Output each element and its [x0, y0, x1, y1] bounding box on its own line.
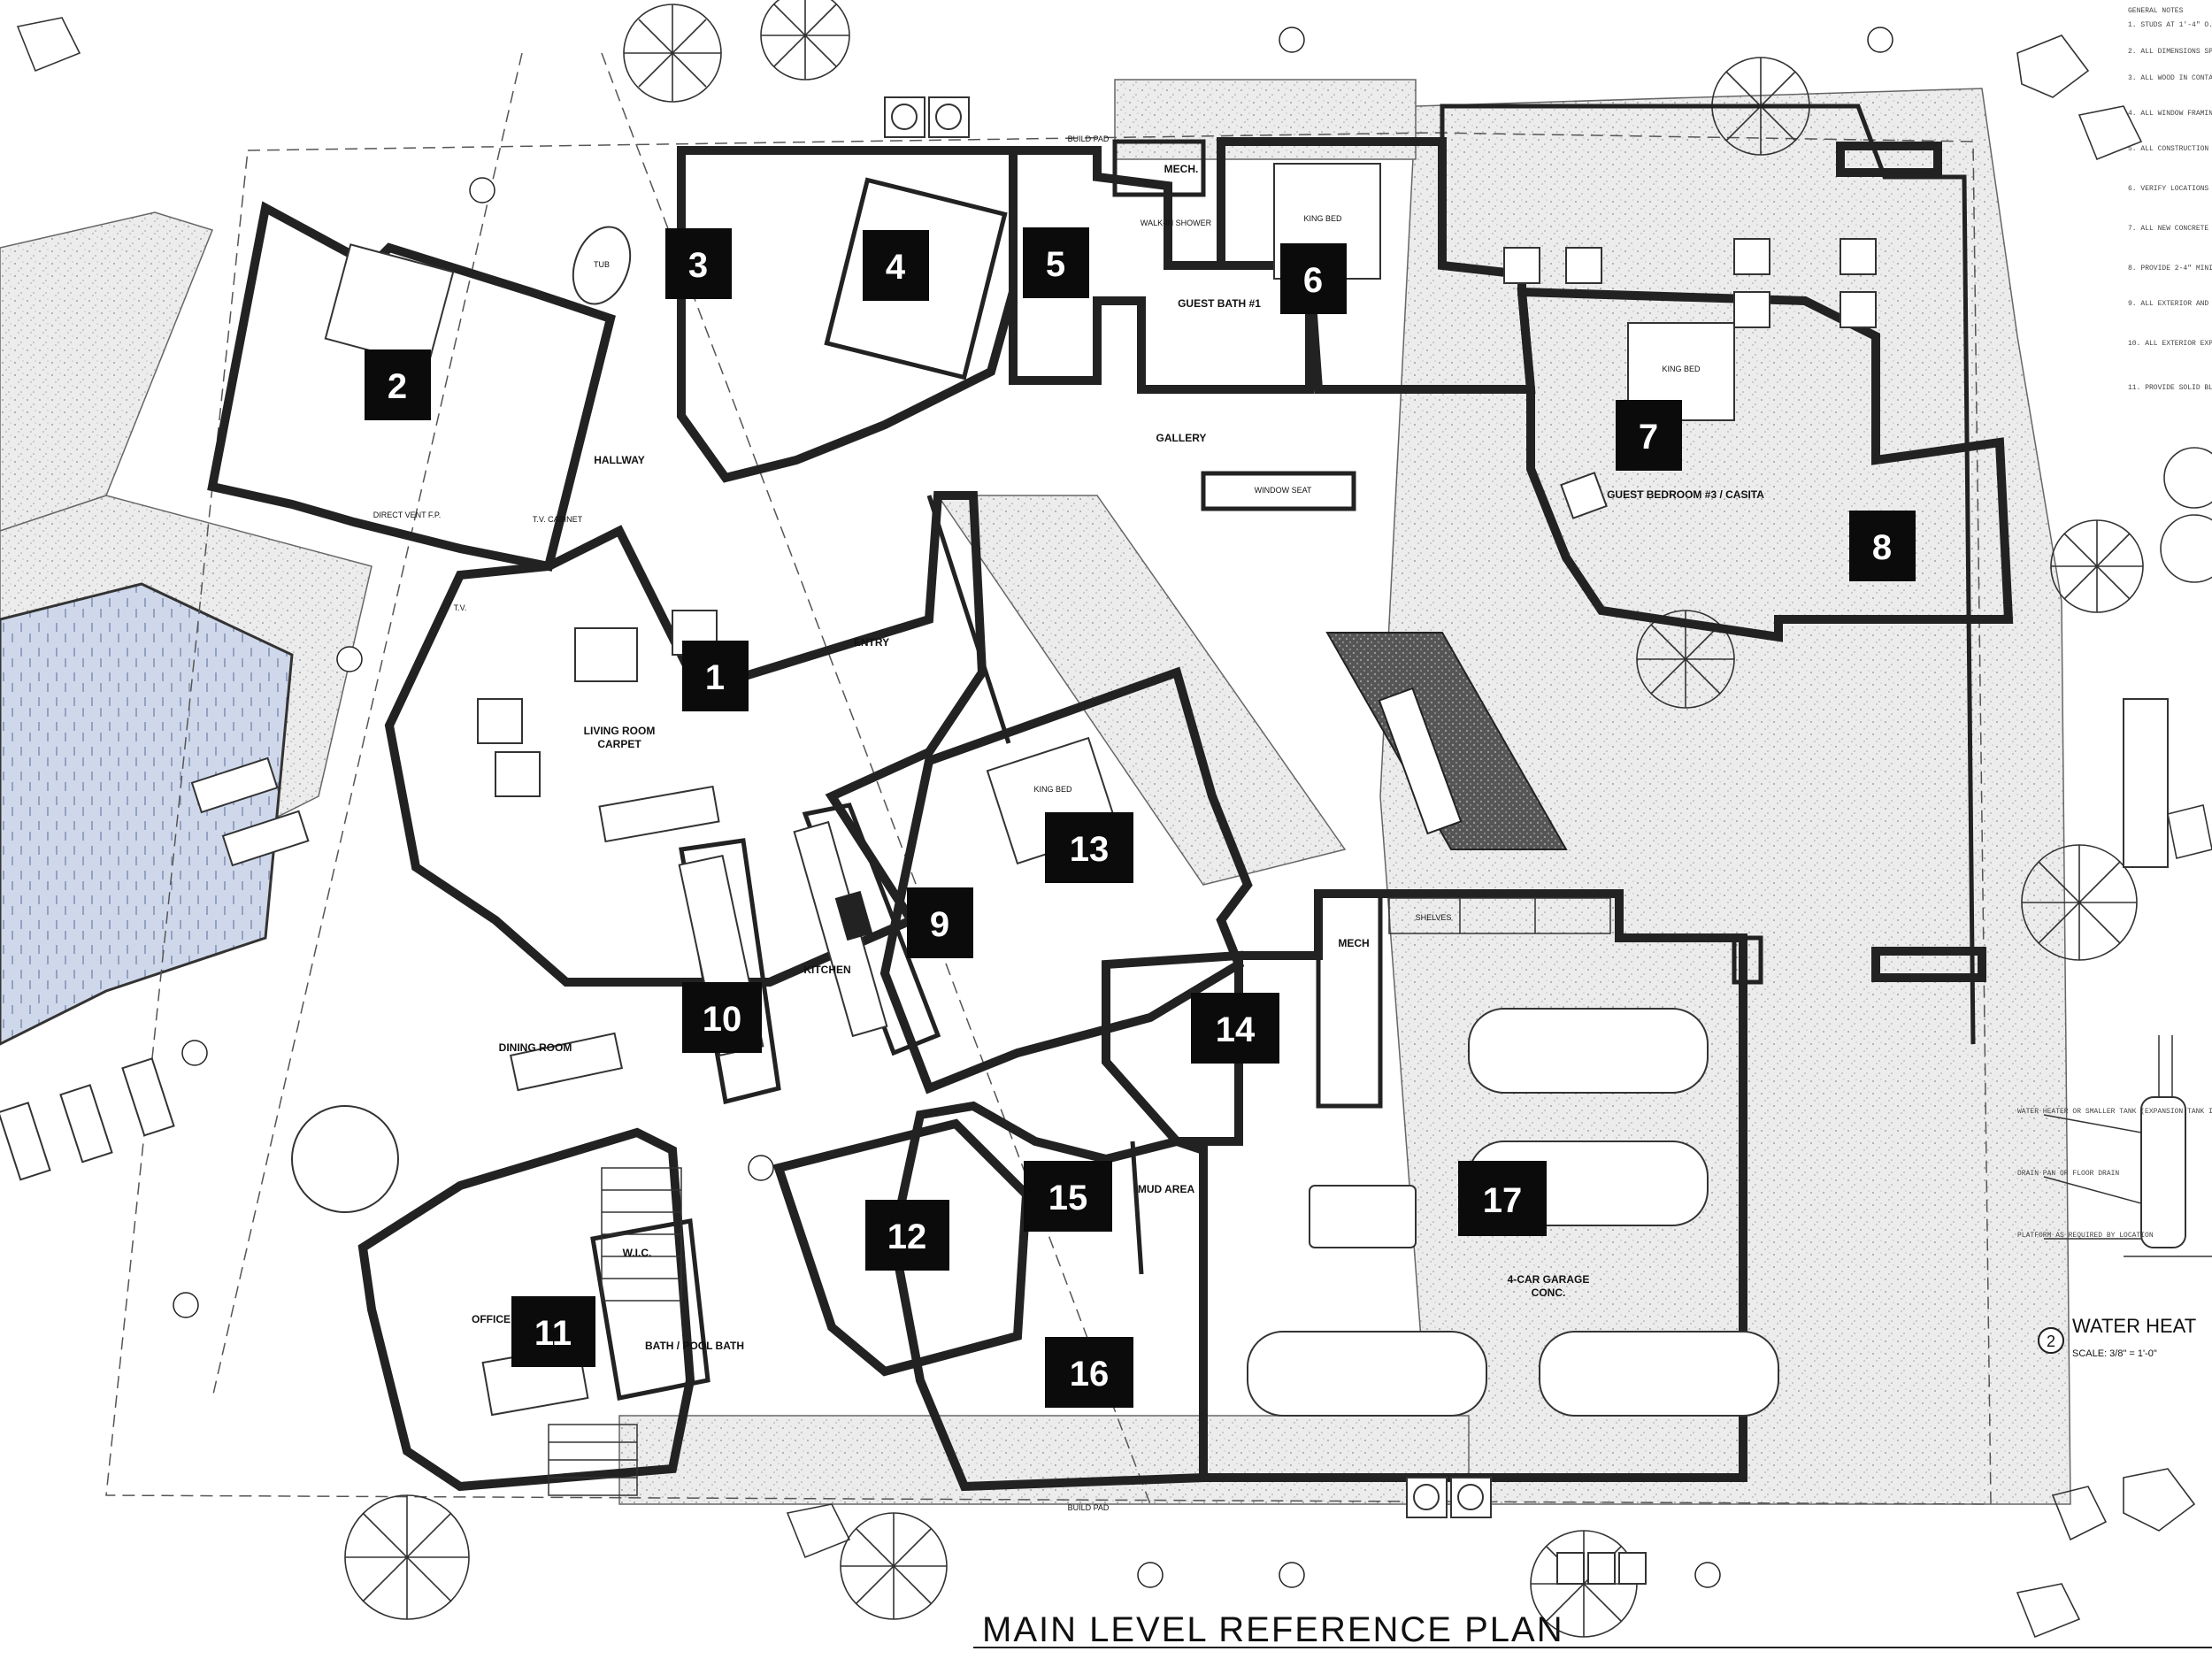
svg-text:9: 9	[930, 905, 949, 944]
svg-text:16: 16	[1070, 1355, 1110, 1394]
svg-text:8: 8	[1872, 528, 1892, 567]
svg-text:11: 11	[534, 1314, 572, 1353]
room-badge-14: 14	[1191, 993, 1279, 1064]
general-notes-heading: GENERAL NOTES	[2128, 7, 2184, 15]
detail-number: 2	[2047, 1333, 2055, 1350]
label-shelves: SHELVES	[1416, 913, 1452, 922]
general-note-5: 5. ALL CONSTRUCTION	[2128, 145, 2208, 153]
detail-callout: 2 WATER HEAT SCALE: 3/8" = 1'-0" WATER H…	[2017, 1108, 2212, 1359]
label-living-room: LIVING ROOM	[584, 725, 656, 737]
label-mud-area: MUD AREA	[1138, 1183, 1195, 1195]
detail-title: WATER HEAT	[2072, 1315, 2196, 1337]
room-badge-3: 3	[665, 228, 732, 299]
room-badge-2: 2	[365, 349, 431, 420]
room-badge-12: 12	[865, 1200, 949, 1271]
label-direct-vent: DIRECT VENT F.P.	[373, 511, 442, 519]
label-office: OFFICE	[472, 1313, 511, 1325]
label-king-bed-7: KING BED	[1662, 365, 1701, 373]
label-mech: MECH.	[1164, 163, 1199, 175]
svg-text:7: 7	[1639, 418, 1658, 457]
label-tv-living: T.V.	[454, 603, 467, 612]
svg-text:6: 6	[1303, 261, 1323, 300]
room-badge-13: 13	[1045, 812, 1133, 883]
general-note-10: 10. ALL EXTERIOR EXPOSED	[2128, 340, 2212, 348]
room-badge-7: 7	[1616, 400, 1682, 471]
label-gallery: GALLERY	[1156, 432, 1207, 444]
label-king-bed-13: KING BED	[1033, 785, 1072, 794]
build-pad-outline	[105, 132, 1992, 1505]
label-kitchen: KITCHEN	[803, 964, 850, 976]
svg-text:13: 13	[1070, 830, 1110, 869]
label-entry: ENTRY	[854, 636, 889, 649]
label-walk-in-shower: WALK-IN SHOWER	[1141, 219, 1212, 227]
general-notes: GENERAL NOTES 1. STUDS AT 1'-4" O.C. UNL…	[2128, 7, 2212, 392]
room-badge-17: 17	[1458, 1161, 1547, 1236]
room-badge-10: 10	[682, 982, 762, 1053]
room-badge-8: 8	[1849, 511, 1916, 581]
general-note-6: 6. VERIFY LOCATIONS	[2128, 185, 2208, 193]
car-bottom-1	[1247, 1331, 1487, 1417]
label-guest-bath-1: GUEST BATH #1	[1178, 297, 1261, 310]
room-badge-1: 1	[682, 641, 749, 711]
general-note-3: 3. ALL WOOD IN CONTACT WITH CONCRETE TO …	[2128, 74, 2212, 82]
room-badge-4: 4	[863, 230, 929, 301]
car-bottom-2	[1539, 1331, 1779, 1417]
fire-pit	[1378, 687, 1463, 835]
room-badge-5: 5	[1023, 227, 1089, 298]
label-build-pad-top: BUILD PAD	[1068, 134, 1110, 143]
pool	[0, 582, 294, 1046]
detail-note-1: WATER HEATER OR SMALLER TANK (EXPANSION …	[2017, 1108, 2212, 1116]
label-wic-office: W.I.C.	[623, 1247, 652, 1259]
grid-line-a	[211, 52, 523, 1399]
svg-text:14: 14	[1216, 1010, 1256, 1049]
label-living-room-sub: CARPET	[597, 738, 641, 750]
label-garage-sub: CONC.	[1532, 1286, 1566, 1299]
general-note-2: 2. ALL DIMENSIONS SPECIFIED TO FRAMING M…	[2128, 48, 2212, 56]
label-window-seat: WINDOW SEAT	[1255, 486, 1312, 495]
room-labels: LIVING ROOM CARPET ENTRY HALLWAY GALLERY…	[373, 134, 1764, 1512]
svg-text:2: 2	[388, 367, 407, 406]
svg-text:3: 3	[688, 246, 708, 285]
svg-text:10: 10	[703, 1000, 742, 1039]
detail-scale: SCALE: 3/8" = 1'-0"	[2072, 1348, 2157, 1359]
general-note-11: 11. PROVIDE SOLID BLOCKING	[2128, 384, 2212, 392]
label-tub: TUB	[594, 260, 610, 269]
label-tv-cabinet: T.V. CABINET	[533, 515, 583, 524]
general-note-8: 8. PROVIDE 2-4" MINIMUM	[2128, 265, 2212, 273]
room-badge-6: 6	[1280, 243, 1347, 314]
general-note-7: 7. ALL NEW CONCRETE	[2128, 225, 2208, 233]
detail-note-3: PLATFORM AS REQUIRED BY LOCATION	[2017, 1232, 2154, 1240]
plan-title: MAIN LEVEL REFERENCE PLAN	[982, 1610, 1564, 1649]
room-badge-16: 16	[1045, 1337, 1133, 1408]
svg-text:15: 15	[1048, 1179, 1088, 1217]
svg-text:12: 12	[887, 1217, 927, 1256]
general-note-4: 4. ALL WINDOW FRAMING	[2128, 110, 2212, 118]
label-bath-pool-bath: BATH / POOL BATH	[645, 1340, 744, 1352]
label-king-bed-6: KING BED	[1303, 214, 1342, 223]
svg-text:4: 4	[886, 248, 906, 287]
svg-text:1: 1	[705, 658, 725, 697]
label-build-pad-bottom: BUILD PAD	[1068, 1503, 1110, 1512]
general-note-9: 9. ALL EXTERIOR AND	[2128, 300, 2208, 308]
room-number-badges: 1 2 3 4 5 6 7 8 9 10 11 12 13 14 15 16 1…	[365, 227, 1916, 1408]
label-mech-garage: MECH	[1338, 937, 1369, 949]
label-hallway: HALLWAY	[594, 454, 645, 466]
label-guest-bedroom-3: GUEST BEDROOM #3 / CASITA	[1607, 488, 1764, 501]
label-dining-room: DINING ROOM	[499, 1041, 572, 1054]
room-badge-11: 11	[511, 1296, 595, 1367]
section-markers	[173, 27, 1893, 1588]
room-badge-9: 9	[907, 887, 973, 958]
sheet-title: MAIN LEVEL REFERENCE PLAN	[973, 1610, 2212, 1649]
room-badge-15: 15	[1024, 1161, 1112, 1232]
trees	[16, 0, 2212, 1639]
detail-note-2: DRAIN PAN OR FLOOR DRAIN	[2017, 1170, 2119, 1178]
garage-shelves	[1388, 897, 1611, 934]
svg-text:5: 5	[1046, 245, 1065, 284]
label-garage: 4-CAR GARAGE	[1508, 1273, 1590, 1286]
car-top-1	[1468, 1008, 1709, 1094]
svg-text:17: 17	[1483, 1181, 1523, 1220]
general-note-1: 1. STUDS AT 1'-4" O.C. UNLESS OTHERWISE …	[2128, 21, 2212, 29]
